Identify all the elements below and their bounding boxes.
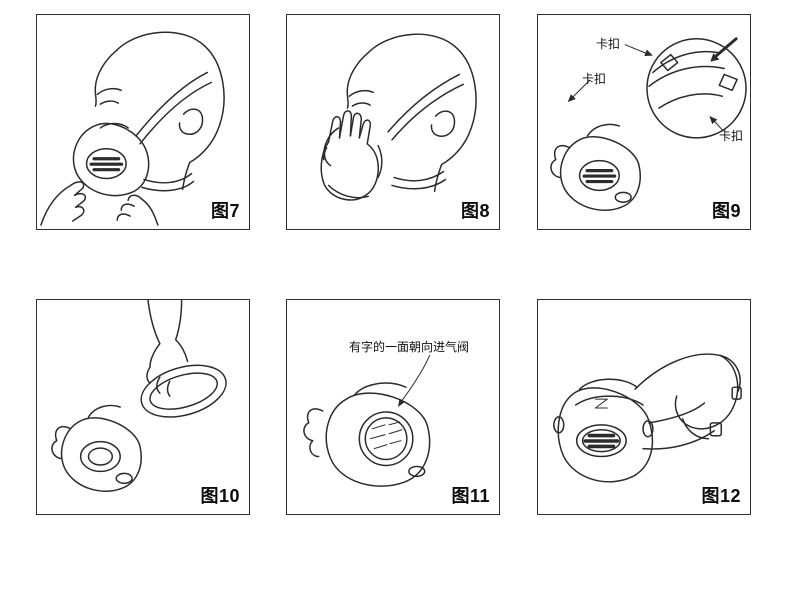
- figure-10-label: 图10: [200, 486, 240, 506]
- fig11-art: [303, 354, 431, 487]
- figure-panel-11: 有字的一面朝向进气阀 图11: [286, 299, 500, 515]
- figure-9-label: 图9: [711, 201, 741, 221]
- buckle-callout-left: 卡扣: [582, 72, 607, 86]
- figure-11-label: 图11: [451, 486, 490, 506]
- fig7-donning-illustration: [40, 31, 225, 226]
- figure-panel-10: 图10: [36, 299, 250, 515]
- figure-12-label: 图12: [701, 486, 741, 506]
- fig12-assembled-respirator-illustration: [553, 353, 742, 483]
- fig10-filter-cover-illustration: [51, 300, 227, 492]
- figure-panel-12: 图12: [537, 299, 751, 515]
- figure-7-label: 图7: [210, 201, 240, 221]
- figure-panel-8: 图8: [286, 14, 500, 230]
- fig12-art: [553, 353, 742, 483]
- fig9-art: [550, 37, 747, 211]
- filter-orientation-note: 有字的一面朝向进气阀: [349, 340, 470, 354]
- buckle-callout-top: 卡扣: [596, 37, 621, 51]
- fig9-buckle-detail-illustration: [550, 37, 747, 211]
- figure-8-label: 图8: [460, 201, 490, 221]
- fig11-filter-orientation-illustration: [303, 354, 431, 487]
- fig8-fit-check-illustration: [320, 33, 477, 201]
- fig8-art: [320, 33, 477, 201]
- buckle-callout-bottom: 卡扣: [719, 129, 744, 143]
- fig10-art: [51, 300, 227, 492]
- fig7-art: [40, 31, 225, 226]
- figure-panel-7: 图7: [36, 14, 250, 230]
- figure-panel-9: 卡扣 卡扣 卡扣 图9: [537, 14, 751, 230]
